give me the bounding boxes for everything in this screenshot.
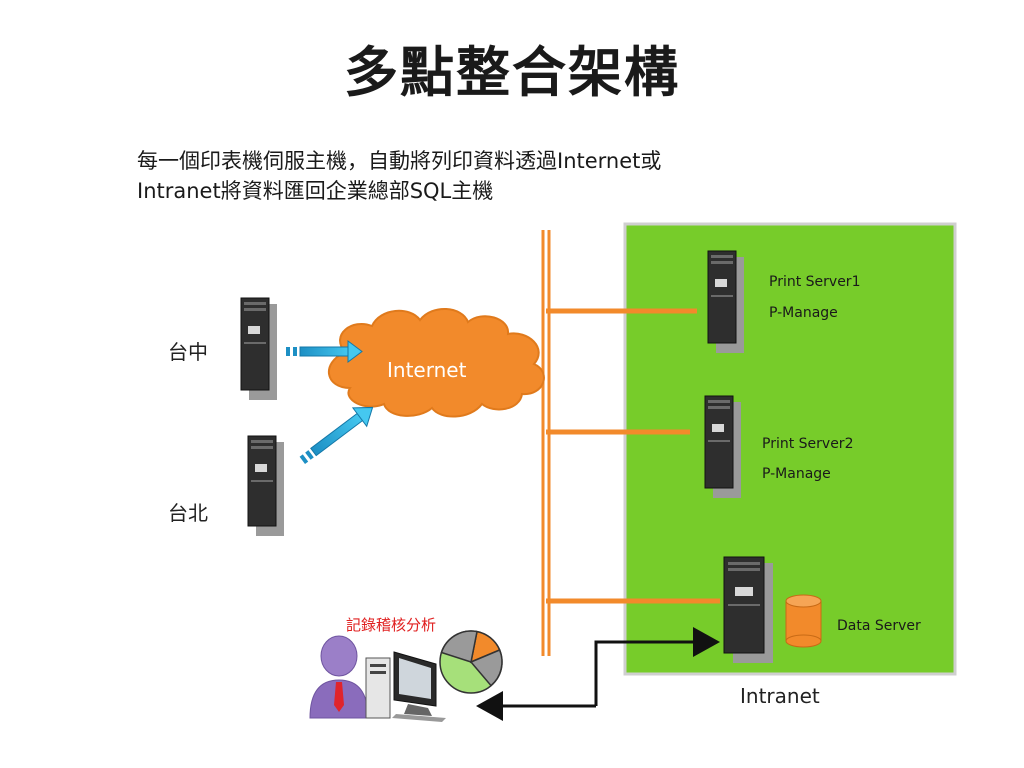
- description: 每一個印表機伺服主機，自動將列印資料透過Internet或 Intranet將資…: [137, 146, 661, 206]
- arrow-taichung-to-internet: [286, 340, 363, 363]
- pie-chart-icon: [439, 630, 503, 694]
- server-icon: [240, 297, 277, 400]
- arrow-taipei-to-internet: [299, 406, 374, 464]
- person-icon: [309, 635, 369, 719]
- description-line-2: Intranet將資料匯回企業總部SQL主機: [137, 179, 494, 203]
- server-icon: [723, 556, 773, 663]
- branch-taipei-label: 台北: [168, 501, 208, 525]
- data-server-name: Data Server: [837, 618, 921, 634]
- computer-icon: [365, 651, 446, 722]
- print-server-2-app: P-Manage: [762, 466, 831, 482]
- print-server-2-name: Print Server2: [762, 436, 854, 452]
- intranet-label: Intranet: [740, 684, 820, 708]
- audit-label: 記錄稽核分析: [346, 616, 437, 634]
- description-line-1: 每一個印表機伺服主機，自動將列印資料透過Internet或: [137, 149, 662, 173]
- server-icon: [704, 395, 741, 498]
- network-backbone: [541, 230, 551, 656]
- server-icon: [247, 435, 284, 536]
- page-title: 多點整合架構: [344, 41, 680, 104]
- branch-taichung-label: 台中: [168, 340, 208, 364]
- print-server-1-app: P-Manage: [769, 305, 838, 321]
- database-icon: [785, 594, 822, 648]
- print-server-1-name: Print Server1: [769, 274, 861, 290]
- internet-cloud-icon: [327, 307, 545, 418]
- server-icon: [707, 250, 744, 353]
- admin-data-link: [476, 627, 720, 721]
- internet-label: Internet: [387, 358, 467, 382]
